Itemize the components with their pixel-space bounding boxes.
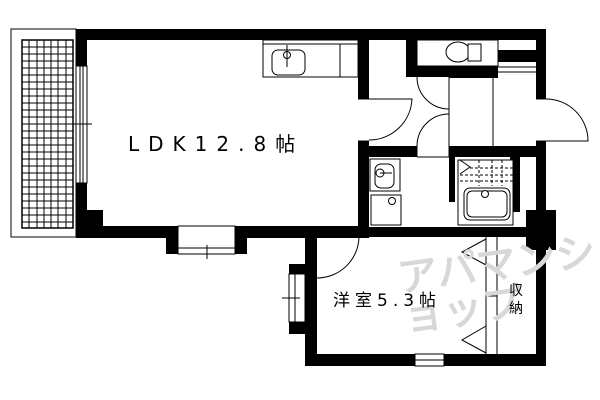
western-room-label: 洋室5.3帖: [333, 291, 442, 311]
bathtub: [457, 159, 514, 226]
walls: [76, 29, 556, 366]
doors: [316, 76, 589, 279]
kitchen-counter: [262, 39, 359, 78]
toilet: [416, 39, 536, 73]
balcony: [10, 28, 77, 238]
storage-label: 収納: [509, 283, 523, 317]
windows: [70, 65, 445, 367]
ldk-room-label: LDK12.8帖: [128, 132, 305, 156]
closet: [460, 237, 498, 354]
washroom-fixtures: [369, 158, 402, 226]
